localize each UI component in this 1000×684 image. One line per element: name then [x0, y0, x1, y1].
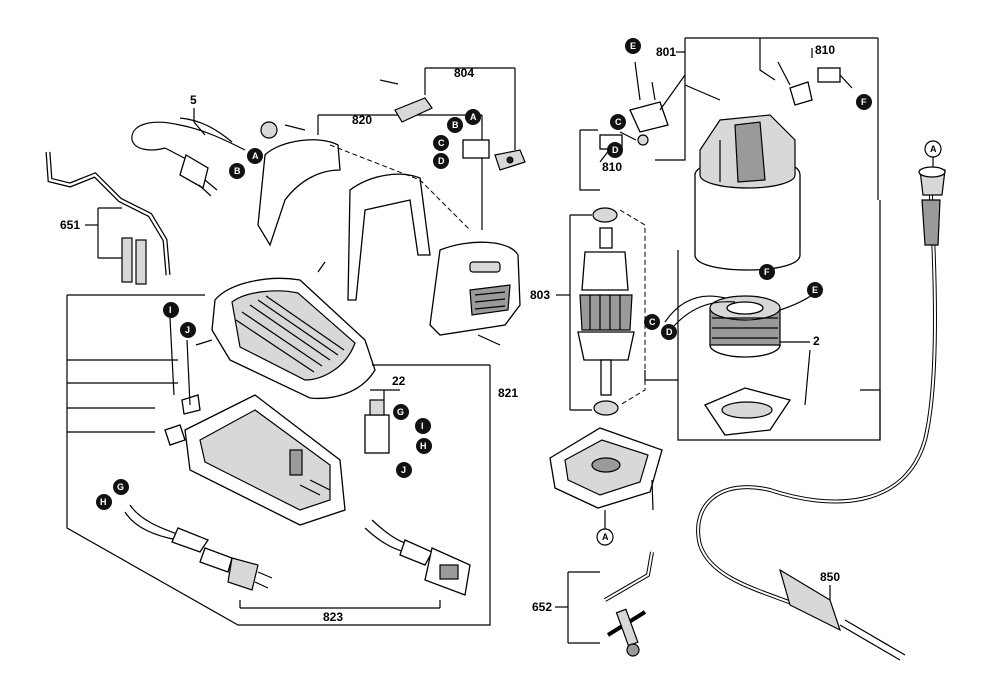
- chuck-key-652[interactable]: [603, 551, 654, 657]
- brush-holder-801[interactable]: [619, 61, 669, 146]
- connector-h-switch: H: [416, 438, 432, 454]
- svg-text:G: G: [117, 482, 124, 492]
- motor-flange[interactable]: [704, 387, 792, 436]
- label-820: 820: [352, 113, 372, 127]
- connector-i-pedal: I: [163, 302, 179, 318]
- svg-text:A: A: [470, 112, 477, 122]
- label-810-top: 810: [815, 43, 835, 57]
- field-coil-2[interactable]: [664, 294, 813, 406]
- connector-a-cord: A: [247, 148, 263, 164]
- svg-text:E: E: [812, 285, 818, 295]
- connector-f-brush: F: [856, 94, 872, 110]
- svg-text:B: B: [452, 120, 459, 130]
- carbon-brush-810-right[interactable]: [777, 61, 853, 106]
- switch-assembly-804[interactable]: [379, 79, 526, 171]
- switch-22[interactable]: [364, 399, 390, 454]
- svg-text:A: A: [602, 532, 609, 542]
- label-803: 803: [530, 288, 550, 302]
- connector-d-field: D: [661, 324, 677, 340]
- bent-wire-651[interactable]: [45, 151, 171, 285]
- label-5: 5: [190, 93, 197, 107]
- svg-text:C: C: [438, 138, 445, 148]
- connector-a-housing: A: [596, 528, 614, 546]
- motor-housing[interactable]: [694, 114, 801, 271]
- svg-text:J: J: [401, 465, 406, 475]
- power-cord-5[interactable]: [131, 108, 246, 197]
- label-22: 22: [392, 374, 406, 388]
- svg-text:C: C: [649, 317, 656, 327]
- svg-text:D: D: [612, 145, 619, 155]
- connector-i-switch: I: [415, 418, 431, 434]
- connector-b-cord: B: [229, 163, 245, 179]
- svg-text:I: I: [421, 421, 424, 431]
- foot-pedal[interactable]: [195, 261, 376, 400]
- connector-j-pedal: J: [180, 322, 196, 338]
- armature-803[interactable]: [577, 207, 635, 416]
- svg-text:E: E: [630, 41, 636, 51]
- svg-text:B: B: [234, 166, 241, 176]
- svg-text:D: D: [666, 327, 673, 337]
- label-801: 801: [656, 45, 676, 59]
- connector-a-shaft: A: [924, 140, 942, 158]
- svg-text:A: A: [252, 151, 259, 161]
- pedal-base-821[interactable]: [164, 394, 346, 526]
- connector-d-brush: D: [607, 142, 623, 158]
- connector-c-field: C: [644, 314, 660, 330]
- connector-c-switch: C: [433, 135, 449, 151]
- connector-e-field: E: [807, 282, 823, 298]
- connector-h-cord: H: [96, 494, 112, 510]
- label-850: 850: [820, 570, 840, 584]
- connector-d-switch: D: [433, 153, 449, 169]
- svg-text:F: F: [764, 267, 770, 277]
- lower-housing[interactable]: [549, 427, 663, 511]
- connector-g-cord: G: [113, 479, 129, 495]
- connector-j-switch: J: [396, 462, 412, 478]
- svg-text:H: H: [100, 497, 107, 507]
- svg-text:A: A: [930, 144, 937, 154]
- connector-a-switch: A: [465, 109, 481, 125]
- svg-text:I: I: [169, 305, 172, 315]
- connector-e-brush: E: [625, 38, 641, 54]
- svg-text:D: D: [438, 156, 445, 166]
- svg-text:C: C: [615, 117, 622, 127]
- label-821: 821: [498, 386, 518, 400]
- svg-text:J: J: [185, 325, 190, 335]
- flexible-shaft-850[interactable]: [696, 166, 946, 661]
- connector-c-brush: C: [610, 114, 626, 130]
- label-651: 651: [60, 218, 80, 232]
- pedal-cords-823[interactable]: [124, 504, 471, 596]
- connector-b-switch: B: [447, 117, 463, 133]
- label-810-left: 810: [602, 160, 622, 174]
- svg-text:G: G: [397, 407, 404, 417]
- label-652: 652: [532, 600, 552, 614]
- connector-f-field: F: [759, 264, 775, 280]
- housing-cover-820[interactable]: [257, 121, 521, 346]
- label-804: 804: [454, 66, 474, 80]
- svg-text:H: H: [420, 441, 427, 451]
- connector-g-switch: G: [393, 404, 409, 420]
- label-823: 823: [323, 610, 343, 624]
- svg-text:F: F: [861, 97, 867, 107]
- label-2: 2: [813, 334, 820, 348]
